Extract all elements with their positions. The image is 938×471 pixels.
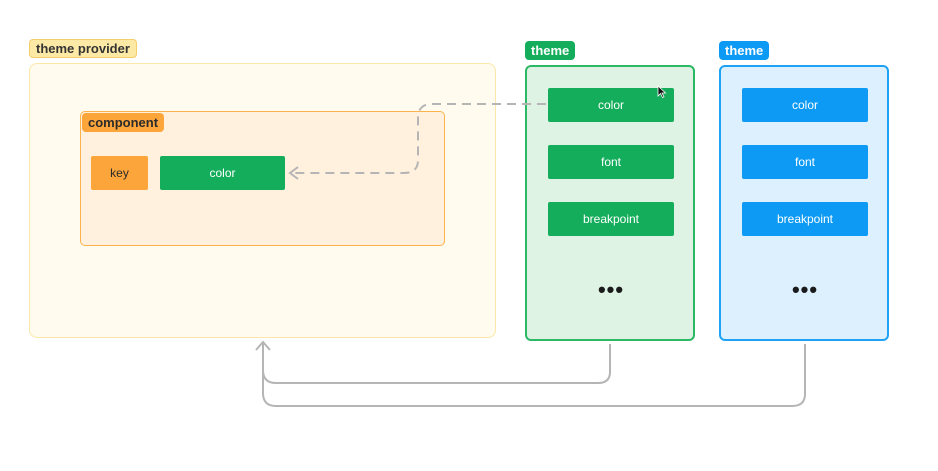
dashed-arrowhead <box>288 166 299 180</box>
theme-blue-item-breakpoint: breakpoint <box>742 202 868 236</box>
component-key: key <box>91 156 148 190</box>
theme-label-blue: theme <box>719 41 770 60</box>
theme-green-item-font: font <box>548 145 674 179</box>
cursor-icon <box>657 85 667 99</box>
green-theme-connector <box>262 343 611 384</box>
theme-blue-item-font: font <box>742 145 868 179</box>
provider-arrowhead <box>255 340 271 351</box>
theme-label-green: theme <box>525 41 576 60</box>
component-label: component <box>82 113 165 132</box>
component-color-value: color <box>160 156 285 190</box>
theme-provider-label: theme provider <box>29 39 137 58</box>
dashed-color-connector <box>292 103 546 174</box>
theme-green-item-breakpoint: breakpoint <box>548 202 674 236</box>
theme-green-item-color: color <box>548 88 674 122</box>
blue-theme-connector <box>262 343 806 407</box>
theme-blue-item-color: color <box>742 88 868 122</box>
